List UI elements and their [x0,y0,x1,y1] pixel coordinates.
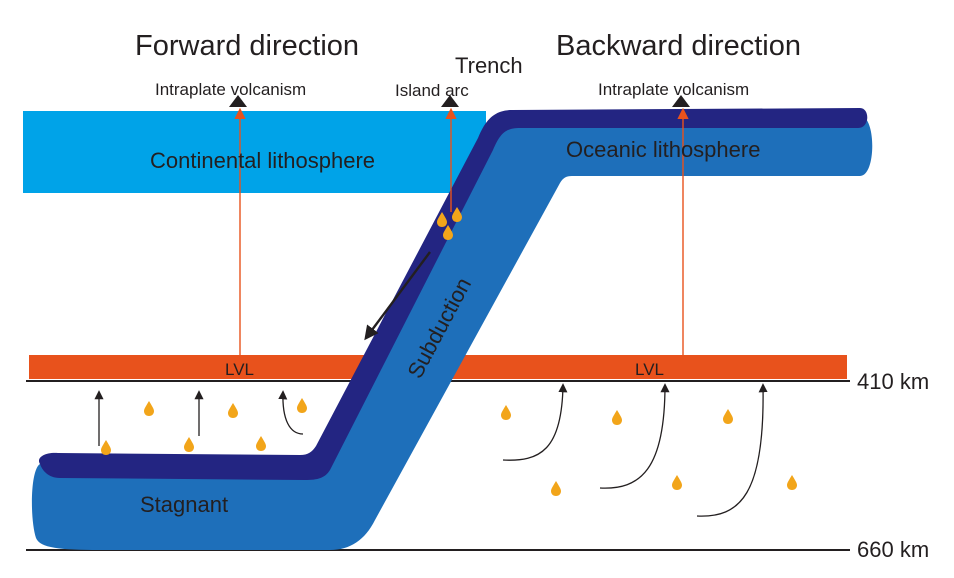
label-depth-410: 410 km [857,369,929,394]
label-intraplate-left: Intraplate volcanism [155,80,306,99]
triangle-icon [229,95,247,107]
slab-body [31,116,873,550]
heading-forward: Forward direction [135,30,359,62]
label-lvl-left: LVL [225,360,254,379]
arrow-icon [696,383,768,517]
droplet-icon [612,410,622,425]
droplet-icon [297,398,307,413]
droplet-icon [672,475,682,490]
label-stagnant: Stagnant [140,492,228,517]
label-island-arc: Island arc [395,81,469,100]
arrow-icon [364,251,431,341]
label-lvl-right: LVL [635,360,664,379]
droplet-icon [184,437,194,452]
arrow-icon [599,383,670,489]
droplet-icon [144,401,154,416]
droplet-icon [228,403,238,418]
droplet-icon [551,481,561,496]
heading-backward: Backward direction [556,30,801,62]
triangle-icon [672,95,690,107]
arrow-icon [278,390,304,435]
droplet-icon [256,436,266,451]
droplet-icon [787,475,797,490]
arrow-icon [502,383,568,461]
label-depth-660: 660 km [857,537,929,562]
droplet-icon [723,409,733,424]
label-trench: Trench [455,53,523,78]
droplet-icon [101,440,111,455]
droplet-icon [501,405,511,420]
triangle-icon [441,95,459,107]
continental-lithosphere [23,111,486,193]
label-continental: Continental lithosphere [150,148,375,173]
label-intraplate-right: Intraplate volcanism [598,80,749,99]
label-oceanic: Oceanic lithosphere [566,137,760,162]
